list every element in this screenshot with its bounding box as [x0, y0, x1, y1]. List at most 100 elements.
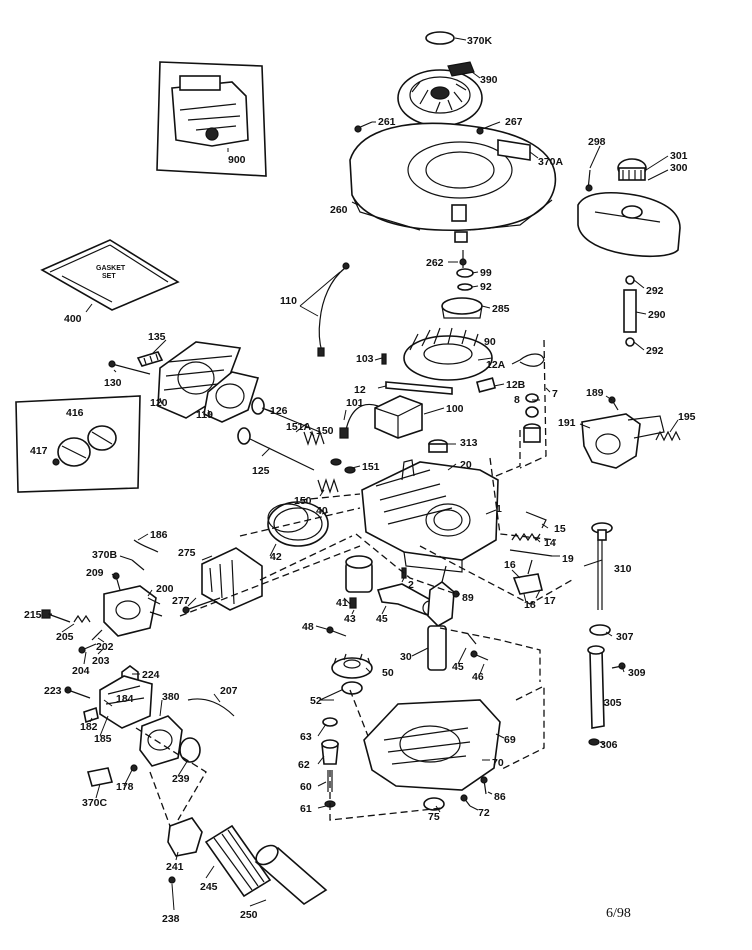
spring-195 [655, 430, 681, 442]
label-285: 285 [492, 303, 510, 315]
assembly-lines [135, 339, 573, 827]
screw-267 [476, 124, 493, 135]
label-12B: 12B [506, 379, 526, 391]
sump-70 [363, 699, 501, 791]
label-16: 16 [504, 559, 516, 571]
label-313: 313 [460, 437, 478, 449]
label-150b: 150 [294, 495, 312, 507]
label-151A: 151A [286, 421, 312, 433]
label-7: 7 [552, 388, 558, 400]
link-207 [187, 698, 235, 717]
label-14: 14 [544, 537, 556, 549]
gasket-set-400: GASKET SET [40, 239, 180, 311]
label-191: 191 [558, 417, 576, 429]
head-gasket-119 [203, 371, 260, 423]
label-135: 135 [148, 331, 166, 343]
breather-191 [581, 413, 665, 469]
seal-313 [428, 439, 448, 453]
ground-wire-110 [317, 262, 350, 357]
label-275: 275 [178, 547, 196, 559]
label-241: 241 [166, 861, 184, 873]
screw-45b [467, 633, 477, 645]
valve-126 [251, 397, 321, 433]
label-92: 92 [480, 281, 492, 293]
pin-43 [349, 597, 357, 609]
float-bowl-380 [139, 715, 183, 767]
label-8: 8 [514, 394, 520, 406]
label-209: 209 [86, 567, 104, 579]
label-204: 204 [72, 665, 90, 677]
choke-182 [83, 706, 99, 724]
screw-223 [64, 686, 91, 699]
dipstick-310 [591, 522, 613, 610]
label-72: 72 [478, 807, 490, 819]
label-60: 60 [300, 781, 312, 793]
fuel-line-290 [623, 275, 637, 347]
label-306: 306 [600, 739, 618, 751]
label-90: 90 [484, 336, 496, 348]
muffler-body-241 [167, 817, 203, 857]
label-2: 2 [408, 579, 414, 591]
retaining-ring-370k [425, 31, 455, 45]
label-300: 300 [670, 162, 688, 174]
leader-lines [48, 37, 679, 911]
carburetor-200 [103, 585, 163, 637]
key-103 [381, 353, 387, 365]
label-400: 400 [64, 313, 82, 325]
label-99: 99 [480, 267, 492, 279]
label-12: 12 [354, 384, 366, 396]
muffler-guard-245 [204, 824, 272, 898]
blower-housing-260 [349, 122, 557, 243]
valve-spring-150b [317, 478, 339, 494]
primer-7 [523, 423, 541, 443]
label-224: 224 [142, 669, 160, 681]
label-1: 1 [496, 503, 502, 515]
seal-306 [588, 738, 600, 746]
governor-62 [321, 739, 339, 765]
label-309: 309 [628, 667, 646, 679]
label-151: 151 [362, 461, 380, 473]
ignition-module-100 [339, 395, 423, 439]
shaft-60 [327, 770, 333, 792]
label-52: 52 [310, 695, 322, 707]
clamp-12a [519, 353, 545, 367]
label-48: 48 [302, 621, 314, 633]
label-307: 307 [616, 631, 634, 643]
governor-lever-15 [525, 511, 547, 529]
cylinder-block-1 [361, 459, 499, 579]
screw-204 [78, 643, 97, 654]
screw-238 [168, 876, 176, 884]
label-301: 301 [670, 150, 688, 162]
label-277: 277 [172, 595, 190, 607]
label-305: 305 [604, 697, 622, 709]
label-42: 42 [270, 551, 282, 563]
screw-298 [585, 169, 593, 192]
screw-48 [326, 626, 347, 637]
rewind-starter-390 [397, 61, 483, 127]
label-292a: 292 [646, 285, 664, 297]
valve-spring-150 [303, 430, 325, 446]
label-103: 103 [356, 353, 374, 365]
label-12A: 12A [486, 359, 506, 371]
screw-261 [354, 121, 373, 133]
washer-92 [457, 283, 473, 291]
seal-75 [423, 797, 445, 811]
label-63: 63 [300, 731, 312, 743]
piston-rings-42 [267, 501, 329, 547]
label-119: 119 [196, 409, 213, 421]
label-75: 75 [428, 811, 440, 823]
label-250: 250 [240, 909, 258, 921]
label-416: 416 [66, 407, 84, 419]
label-223: 223 [44, 685, 62, 697]
label-70: 70 [492, 757, 504, 769]
label-150a: 150 [316, 425, 334, 437]
label-390: 390 [480, 74, 498, 86]
clamp-12b [475, 377, 497, 393]
bolt-130 [108, 360, 151, 375]
label-189: 189 [586, 387, 604, 399]
label-380: 380 [162, 691, 180, 703]
retainer-151 [330, 458, 356, 474]
label-182: 182 [80, 721, 98, 733]
label-110: 110 [280, 295, 297, 307]
crankshaft-30 [427, 565, 455, 671]
